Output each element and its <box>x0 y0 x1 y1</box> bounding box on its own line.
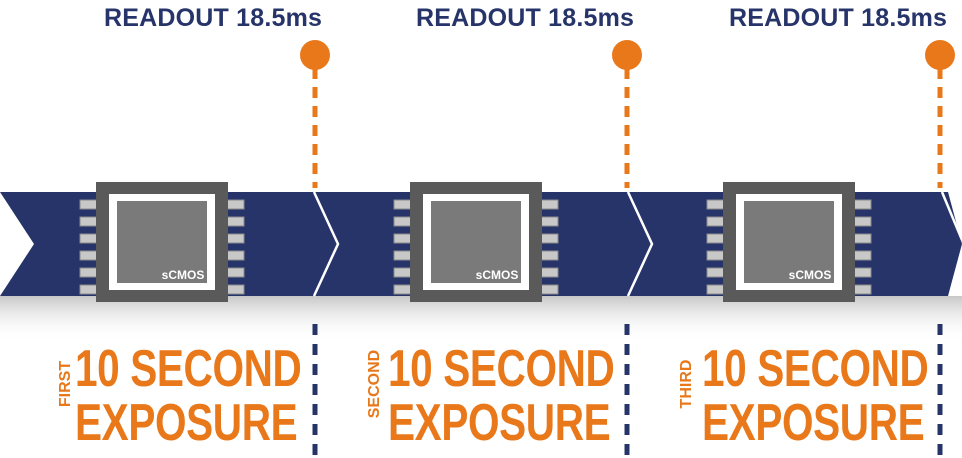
exposure-title-line1: 10 SECOND <box>388 340 615 398</box>
band-shadow <box>0 296 962 342</box>
exposure-title-line2: EXPOSURE <box>702 394 925 452</box>
chevron-divider-2 <box>626 191 654 297</box>
chevron-divider-1 <box>312 191 340 297</box>
exposure-ordinal: SECOND <box>366 349 383 419</box>
readout-label: READOUT 18.5ms <box>416 4 635 32</box>
readout-label: READOUT 18.5ms <box>729 4 948 32</box>
exposure-title-line1: 10 SECOND <box>75 340 302 398</box>
readout-marker-icon <box>300 40 330 188</box>
exposure-title-line1: 10 SECOND <box>702 340 929 398</box>
chip-label: sCMOS <box>789 268 832 282</box>
exposure-ordinal: THIRD <box>678 359 695 409</box>
chip-label: sCMOS <box>476 268 519 282</box>
scmos-chip-icon: sCMOS <box>393 182 559 302</box>
readout-marker-icon <box>925 40 955 188</box>
exposure-ordinal: FIRST <box>57 360 74 408</box>
readout-marker-icon <box>612 40 642 188</box>
scmos-chip-icon: sCMOS <box>706 182 872 302</box>
chevron-divider-3 <box>940 191 962 241</box>
scmos-chip-icon: sCMOS <box>79 182 245 302</box>
chip-label: sCMOS <box>162 268 205 282</box>
exposure-title-line2: EXPOSURE <box>388 394 611 452</box>
readout-label: READOUT 18.5ms <box>104 4 323 32</box>
exposure-title-line2: EXPOSURE <box>75 394 298 452</box>
